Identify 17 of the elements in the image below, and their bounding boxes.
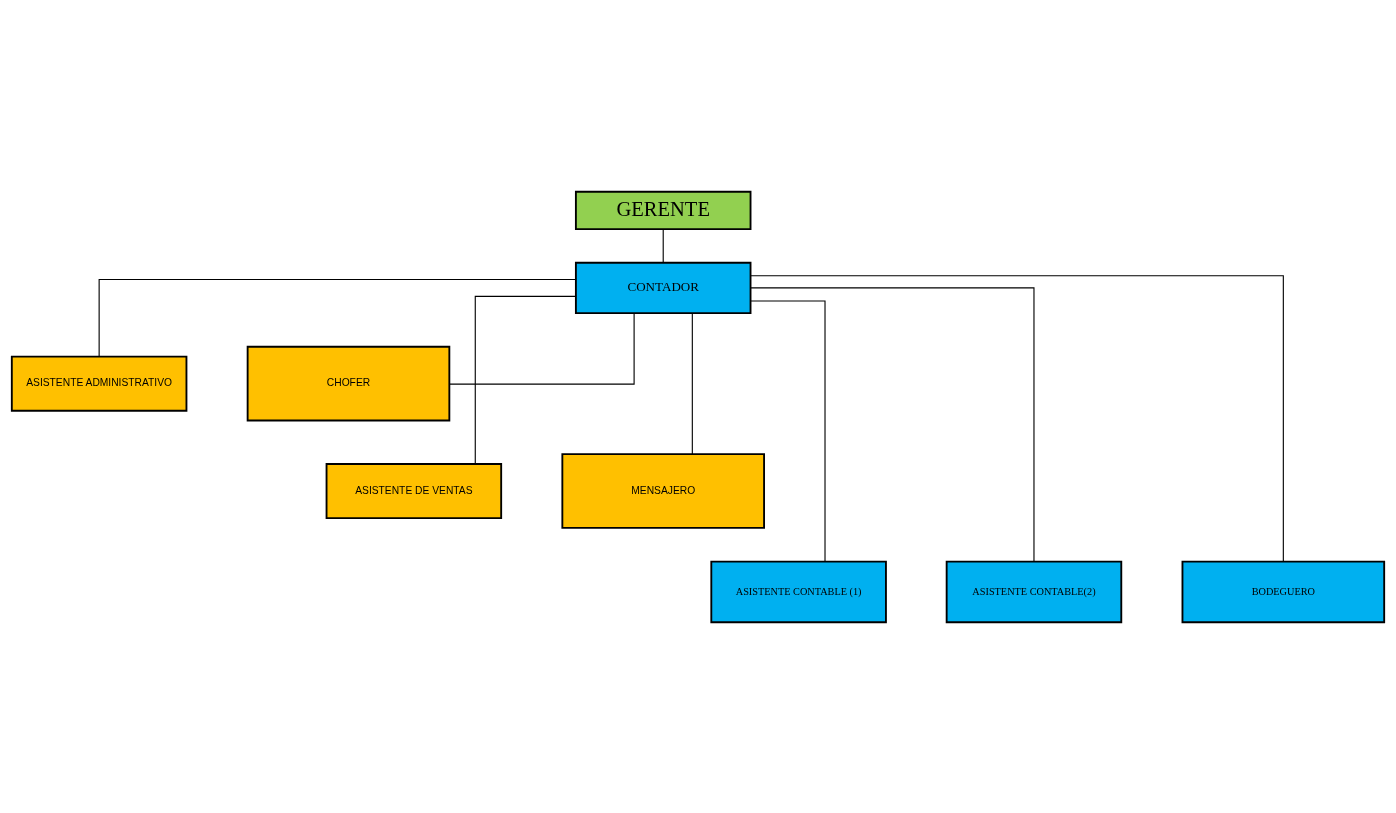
connector	[98, 278, 577, 357]
connector	[449, 312, 635, 385]
node-box: GERENTE	[574, 190, 752, 230]
node-box: ASISTENTE DE VENTAS	[325, 462, 503, 519]
connector	[691, 312, 693, 455]
node-box: ASISTENTE ADMINISTRATIVO	[10, 355, 188, 412]
connector	[474, 295, 577, 464]
node-box: BODEGUERO	[1181, 560, 1386, 623]
connector	[750, 286, 1035, 562]
node-box: ASISTENTE CONTABLE(2)	[945, 560, 1123, 623]
node-box: CONTADOR	[574, 261, 752, 314]
connector	[750, 299, 826, 562]
connector	[662, 228, 664, 263]
node-box: ASISTENTE CONTABLE (1)	[710, 560, 887, 623]
node-box: MENSAJERO	[561, 452, 765, 529]
connector	[750, 274, 1284, 562]
node-box: CHOFER	[246, 345, 451, 421]
